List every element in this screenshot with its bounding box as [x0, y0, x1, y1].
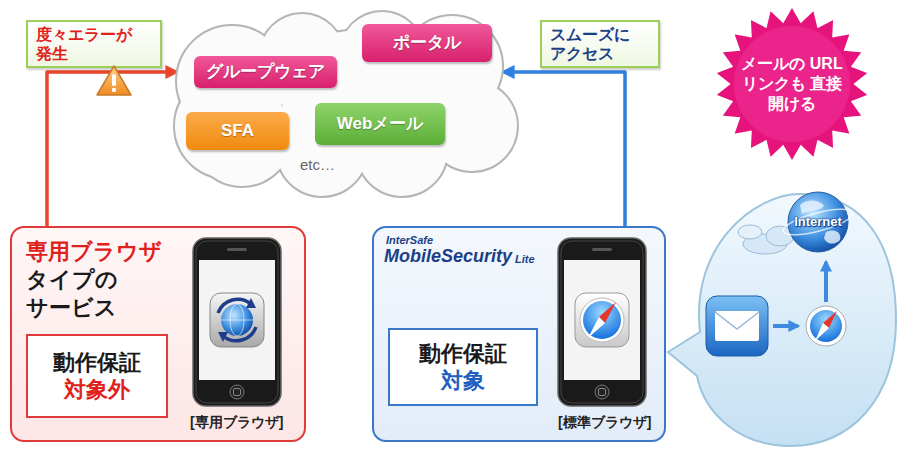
flow-connector: [502, 72, 625, 226]
callout-box: 度々エラーが 発生: [26, 20, 162, 68]
service-box: SFA: [186, 112, 289, 150]
service-box: グループウェア: [194, 56, 337, 88]
starburst-glow: [734, 26, 850, 142]
cloud-region: グループウェア ポータル SFA Webメール etc…: [172, 6, 517, 198]
safari-icon: [815, 323, 829, 341]
mail-icon: [706, 296, 768, 356]
node-text: [専用ブラウザ]: [190, 414, 283, 432]
node-text: 対象: [441, 367, 485, 395]
standard-browser-phone: [583, 301, 621, 339]
dedicated-browser-phone: [193, 238, 281, 406]
safari-icon: [806, 306, 846, 346]
mail-icon: [715, 311, 759, 341]
node-text: [標準ブラウザ]: [558, 414, 651, 432]
globe-label: Internet: [794, 214, 842, 230]
node-text: MobileSecurity: [384, 245, 512, 268]
node-text: SFA: [221, 120, 254, 141]
starburst-outline: [715, 6, 869, 162]
node-text: Webメール: [337, 113, 424, 134]
node-text: ポータル: [393, 32, 461, 53]
node-text: グループウェア: [206, 61, 325, 82]
internet-globe: [738, 225, 762, 239]
node-text: スムーズに アクセス: [550, 25, 650, 63]
dedicated-browser-phone: [210, 293, 264, 347]
dedicated-browser-phone: [221, 320, 253, 321]
speech-bubble: [668, 194, 896, 446]
mail-icon: [715, 312, 759, 329]
node-text: 動作保証: [419, 340, 507, 368]
standard-browser-phone: [588, 317, 605, 338]
dedicated-browser-phone: [223, 327, 256, 341]
internet-globe: [788, 192, 848, 252]
callout-box: スムーズに アクセス: [540, 20, 660, 68]
node-text: etc…: [300, 156, 335, 175]
mail-icon: [706, 296, 768, 356]
internet-globe: [781, 204, 855, 240]
safari-icon: [810, 310, 842, 342]
standard-browser-phone: [558, 238, 646, 406]
warning-icon: [97, 66, 131, 95]
warning-icon: [97, 66, 131, 95]
dedicated-browser-phone: [246, 298, 256, 308]
node-text: メールの URLリンクも 直接開ける: [736, 54, 848, 114]
service-box: Webメール: [315, 103, 445, 145]
standard-browser-phone: [575, 293, 629, 347]
warning-icon: [112, 74, 116, 86]
internet-globe: [824, 230, 840, 243]
dedicated-browser-phone: [193, 238, 281, 406]
guarantee-box: 動作保証対象外: [26, 334, 168, 418]
node-text: 動作保証: [53, 349, 141, 377]
node-text: 対象外: [64, 376, 130, 404]
starburst-callout: メールの URLリンクも 直接開ける: [712, 4, 872, 164]
guarantee-box: 動作保証対象: [388, 328, 538, 406]
standard-browser-phone: [558, 238, 646, 406]
node-text: 度々エラーが 発生: [36, 25, 148, 63]
flow-arrow: [773, 324, 798, 328]
speech-bubble: [668, 194, 896, 446]
standard-browser-phone: [580, 298, 624, 342]
node-text: InterSafe: [386, 234, 433, 248]
internet-globe: [738, 192, 855, 254]
warning-icon: [112, 88, 116, 92]
dedicated-browser-phone: [218, 299, 251, 313]
node-text: 専用ブラウザ: [26, 238, 162, 266]
node-text: タイプの サービス: [26, 266, 136, 321]
dedicated-browser-phone: [218, 332, 228, 342]
safari-icon: [806, 306, 846, 346]
dedicated-browser-phone: [221, 304, 253, 336]
service-box: ポータル: [362, 24, 492, 62]
flow-arrow: [824, 262, 828, 302]
node-text: Lite: [515, 253, 535, 267]
